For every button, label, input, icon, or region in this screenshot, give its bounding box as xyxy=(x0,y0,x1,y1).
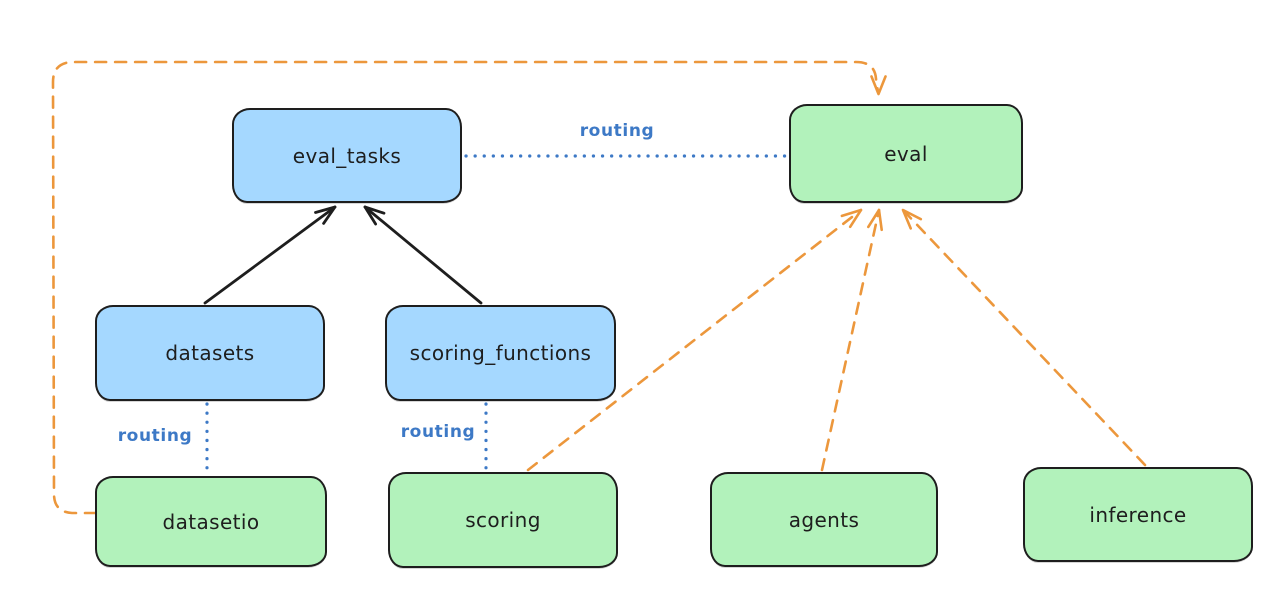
edge-inference-to-eval xyxy=(901,208,1147,467)
node-scoring: scoring xyxy=(388,472,618,568)
node-scoring-label: scoring xyxy=(465,508,541,532)
node-eval: eval xyxy=(789,104,1023,203)
node-datasets-label: datasets xyxy=(165,341,255,365)
node-eval-tasks-label: eval_tasks xyxy=(292,143,402,168)
edge-datasets-to-eval-tasks xyxy=(203,205,337,305)
node-inference-label: inference xyxy=(1089,502,1187,527)
node-agents: agents xyxy=(710,472,938,567)
node-scoring-functions: scoring_functions xyxy=(385,305,616,401)
node-scoring-functions-label: scoring_functions xyxy=(409,341,592,365)
node-eval-label: eval xyxy=(884,141,928,166)
node-datasetio: datasetio xyxy=(95,476,327,567)
edge-agents-to-eval xyxy=(820,208,883,472)
node-datasets: datasets xyxy=(95,305,325,401)
node-inference: inference xyxy=(1023,467,1253,562)
node-eval-tasks: eval_tasks xyxy=(232,108,462,203)
node-agents-label: agents xyxy=(788,507,860,532)
edge-scoring-functions-to-eval-tasks xyxy=(363,205,483,305)
routing-label-datasets-to-datasetio: routing xyxy=(117,426,193,446)
routing-label-scoring-functions-to-scoring: routing xyxy=(400,422,476,442)
node-datasetio-label: datasetio xyxy=(162,509,260,534)
routing-label-eval-tasks-to-eval: routing xyxy=(579,121,655,141)
